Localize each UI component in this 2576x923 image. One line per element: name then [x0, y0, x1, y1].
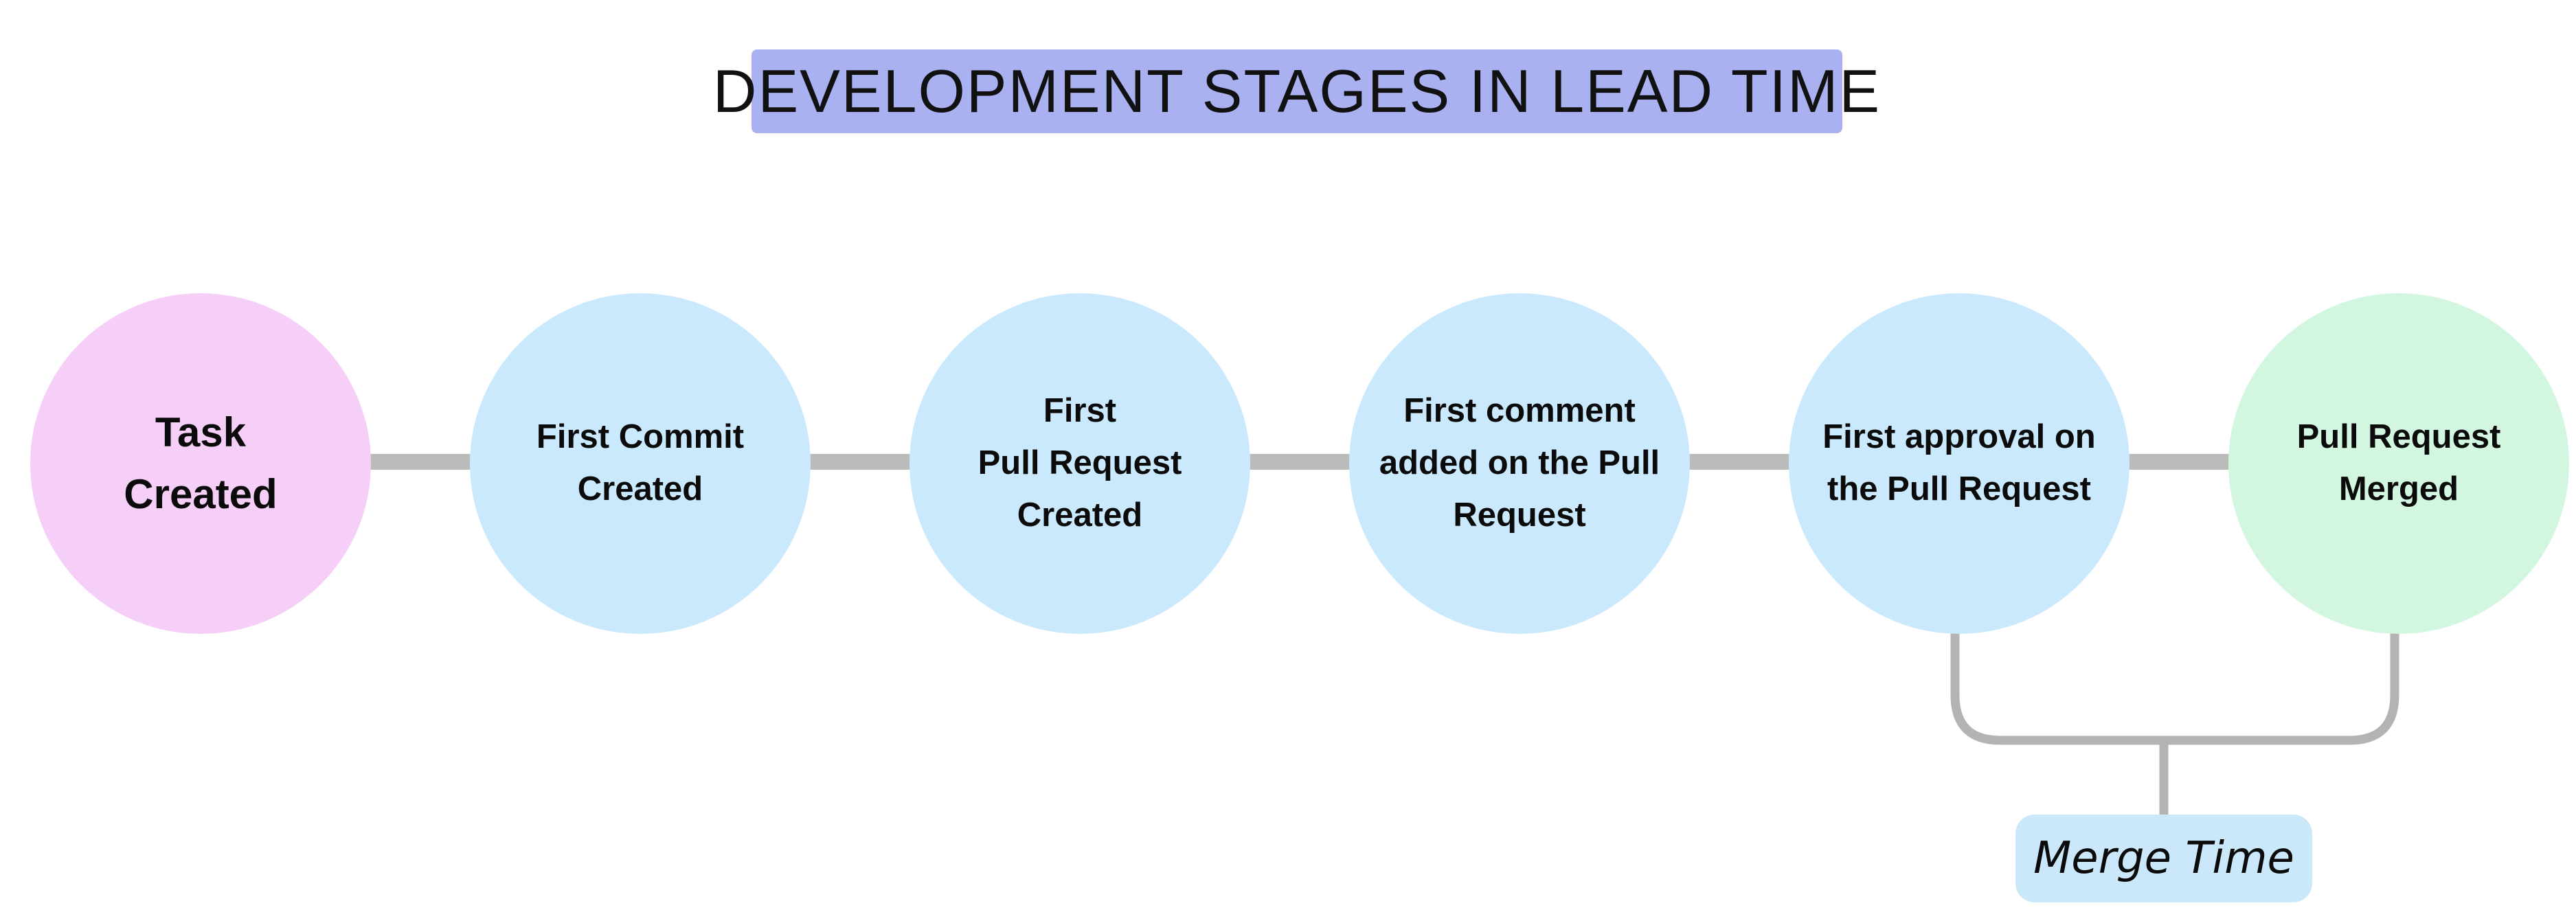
diagram-title: DEVELOPMENT STAGES IN LEAD TIME	[713, 49, 1879, 133]
stage-first-approval: First approval on the Pull Request	[1789, 293, 2129, 634]
stage-first-pull-request-created-label: First Pull Request Created	[978, 392, 1182, 534]
stage-pull-request-merged-label: Pull Request Merged	[2296, 418, 2501, 508]
stage-first-comment-added: First comment added on the Pull Request	[1349, 293, 1690, 634]
merge-time-bracket-curve	[1950, 622, 2399, 745]
merge-time-label: Merge Time	[2015, 814, 2312, 902]
stage-first-comment-added-label: First comment added on the Pull Request	[1379, 392, 1660, 534]
stage-task-created-label: Task Created	[124, 409, 278, 517]
stage-first-approval-label: First approval on the Pull Request	[1822, 418, 2096, 508]
stage-pull-request-merged: Pull Request Merged	[2228, 293, 2569, 634]
stage-first-pull-request-created: First Pull Request Created	[909, 293, 1250, 634]
stage-first-commit-created-label: First Commit Created	[536, 418, 745, 508]
stage-first-commit-created: First Commit Created	[470, 293, 811, 634]
stage-task-created: Task Created	[30, 293, 371, 634]
